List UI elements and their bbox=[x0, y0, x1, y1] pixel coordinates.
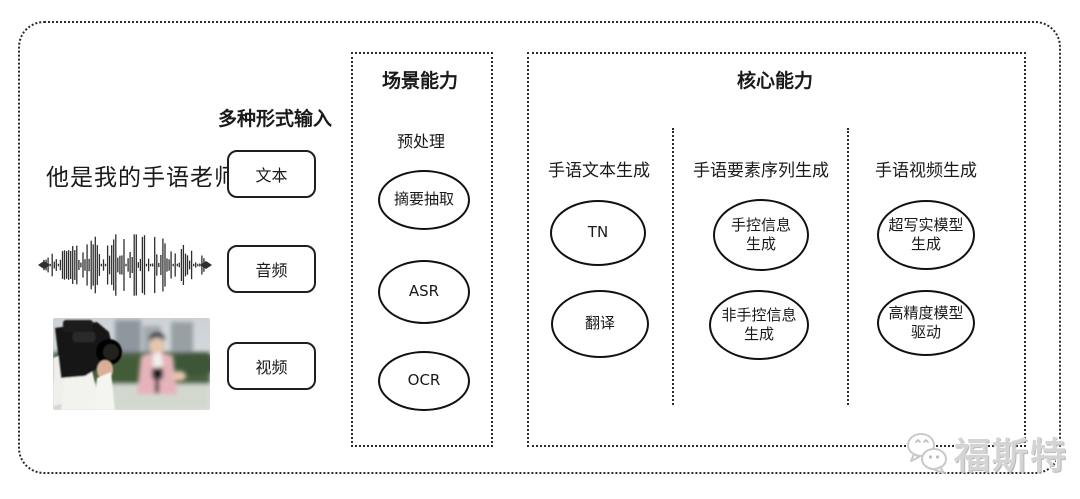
cameraman-figure bbox=[53, 320, 122, 410]
node-tn-label: TN bbox=[587, 223, 609, 242]
input-box-text-label: 文本 bbox=[255, 166, 288, 185]
video-thumbnail-photo bbox=[53, 318, 210, 410]
node-ocr-label: OCR bbox=[407, 371, 441, 390]
reporter-figure bbox=[137, 332, 186, 394]
column-header-sl-video-generation: 手语视频生成 bbox=[875, 161, 977, 181]
preprocess-label: 预处理 bbox=[396, 132, 446, 151]
node-translation: 翻译 bbox=[551, 290, 649, 358]
node-translation-label: 翻译 bbox=[584, 314, 615, 333]
chat-bubbles-logo-icon bbox=[907, 433, 947, 474]
node-ocr: OCR bbox=[378, 351, 470, 411]
node-manual-info-generation-label: 手控信息 生成 bbox=[730, 215, 791, 254]
core-capability-box bbox=[527, 52, 1026, 447]
node-non-manual-info-generation: 非手控信息 生成 bbox=[709, 290, 809, 360]
node-summary-extraction-label: 摘要抽取 bbox=[393, 190, 454, 209]
node-hyperrealistic-model-generation-label: 超写实模型 生成 bbox=[888, 215, 964, 254]
sample-sentence: 他是我的手语老师 bbox=[46, 165, 238, 191]
node-hyperrealistic-model-generation: 超写实模型 生成 bbox=[877, 200, 975, 270]
input-box-audio: 音频 bbox=[227, 245, 316, 293]
node-high-precision-model-driving-label: 高精度模型 驱动 bbox=[888, 303, 964, 342]
input-box-video-label: 视频 bbox=[255, 358, 288, 377]
core-box-title: 核心能力 bbox=[736, 70, 814, 92]
node-asr: ASR bbox=[378, 260, 470, 324]
node-tn: TN bbox=[550, 200, 646, 266]
core-column-divider-1 bbox=[672, 128, 674, 405]
column-header-sl-text-generation: 手语文本生成 bbox=[548, 161, 650, 181]
scene-box-title: 场景能力 bbox=[381, 70, 459, 92]
input-box-audio-label: 音频 bbox=[255, 261, 288, 280]
core-column-divider-2 bbox=[847, 128, 849, 405]
outer-dotted-border bbox=[18, 21, 1061, 474]
node-asr-label: ASR bbox=[408, 282, 440, 301]
watermark-text: 福斯特 bbox=[954, 436, 1069, 477]
input-section-title: 多种形式输入 bbox=[218, 108, 333, 130]
input-box-video: 视频 bbox=[227, 342, 316, 390]
node-non-manual-info-generation-label: 非手控信息 生成 bbox=[721, 305, 797, 344]
column-header-sl-element-sequence-generation: 手语要素序列生成 bbox=[693, 161, 829, 181]
input-box-text: 文本 bbox=[227, 150, 316, 198]
node-summary-extraction: 摘要抽取 bbox=[378, 170, 470, 230]
scene-capability-box bbox=[351, 52, 493, 447]
audio-waveform-icon bbox=[38, 234, 212, 296]
watermark: 福斯特 bbox=[902, 427, 1068, 479]
node-high-precision-model-driving: 高精度模型 驱动 bbox=[877, 290, 975, 356]
node-manual-info-generation: 手控信息 生成 bbox=[713, 199, 809, 271]
